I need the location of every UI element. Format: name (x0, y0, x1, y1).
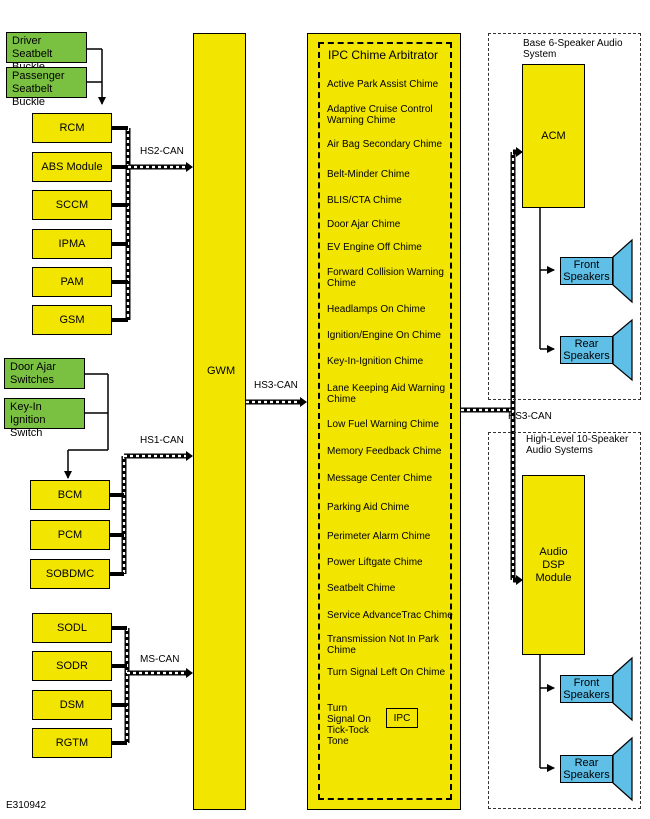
hs2-can-bus (112, 126, 193, 322)
chime-item: Service AdvanceTrac Chime (327, 610, 453, 621)
module-acm: ACM (522, 64, 585, 208)
ms-can-bus (112, 626, 193, 745)
rear-speakers-base: Rear Speakers (560, 336, 613, 364)
high-level-audio-system-title: High-Level 10-Speaker Audio Systems (526, 434, 629, 456)
seatbelt-connector (87, 48, 106, 105)
module-bcm: BCM (30, 480, 110, 510)
chime-item: Key-In-Ignition Chime (327, 356, 424, 367)
chime-item: Power Liftgate Chime (327, 557, 423, 568)
chime-item: Low Fuel Warning Chime (327, 419, 439, 430)
chime-item: Lane Keeping Aid Warning Chime (327, 383, 446, 405)
chime-item: Transmission Not In Park Chime (327, 634, 439, 656)
driver-seatbelt-buckle-input: Driver Seatbelt Buckle (6, 32, 87, 73)
speaker-horn-icons (612, 238, 633, 802)
hs3-can-left-label: HS3-CAN (254, 380, 298, 391)
module-sodl: SODL (32, 613, 112, 643)
module-sccm: SCCM (32, 190, 112, 220)
front-speakers-base: Front Speakers (560, 257, 613, 285)
hs1-can-bus (110, 451, 193, 576)
turn-signal-tone-label: Turn Signal On Tick-Tock Tone (327, 703, 371, 747)
module-gsm: GSM (32, 305, 112, 335)
chime-item: Ignition/Engine On Chime (327, 330, 441, 341)
chime-item: Air Bag Secondary Chime (327, 139, 443, 150)
ipc-chime-arbitrator-title: IPC Chime Arbitrator (328, 48, 439, 62)
ipc-chime-arbitrator-block (307, 33, 461, 810)
module-rgtm: RGTM (32, 728, 112, 758)
chime-item: Parking Aid Chime (327, 502, 410, 513)
chime-item: Adaptive Cruise Control Warning Chime (327, 104, 433, 126)
module-pam: PAM (32, 267, 112, 297)
ms-can-label: MS-CAN (140, 654, 180, 665)
door-ajar-switches-input: Door Ajar Switches (4, 358, 85, 389)
module-dsm: DSM (32, 690, 112, 720)
hs3-can-right-label: HS3-CAN (508, 411, 552, 422)
module-rcm: RCM (32, 113, 112, 143)
figure-id: E310942 (6, 800, 47, 811)
chime-item: EV Engine Off Chime (327, 242, 422, 253)
door-key-connector (64, 373, 109, 479)
hs3-can-right (461, 147, 523, 585)
chime-item: Turn Signal Left On Chime (327, 667, 446, 678)
chime-item: Message Center Chime (327, 473, 433, 484)
hs1-can-label: HS1-CAN (140, 435, 184, 446)
hs3-can-left (246, 397, 307, 407)
module-pcm: PCM (30, 520, 110, 550)
dsp-speaker-lines (539, 655, 555, 772)
gateway-module-label: GWM (207, 365, 236, 377)
module-sobdmc: SOBDMC (30, 559, 110, 589)
module-abs: ABS Module (32, 152, 112, 182)
module-ipma: IPMA (32, 229, 112, 259)
base-audio-system-title: Base 6-Speaker Audio System (523, 38, 623, 60)
chime-item: BLIS/CTA Chime (327, 195, 402, 206)
chime-item: Forward Collision Warning Chime (327, 267, 444, 289)
module-audio-dsp: Audio DSP Module (522, 475, 585, 655)
chime-item: Active Park Assist Chime (327, 79, 439, 90)
hs2-can-label: HS2-CAN (140, 146, 184, 157)
base-audio-system-border (488, 33, 641, 400)
gateway-module (193, 33, 246, 810)
chime-item: Perimeter Alarm Chime (327, 531, 431, 542)
ipc-chime-arbitrator-border (318, 42, 452, 800)
passenger-seatbelt-buckle-input: Passenger Seatbelt Buckle (6, 67, 87, 108)
module-sodr: SODR (32, 651, 112, 681)
chime-item: Door Ajar Chime (327, 219, 401, 230)
chime-item: Belt-Minder Chime (327, 169, 410, 180)
acm-speaker-lines (539, 208, 555, 353)
rear-speakers-high: Rear Speakers (560, 755, 613, 783)
front-speakers-high: Front Speakers (560, 675, 613, 703)
chime-item: Seatbelt Chime (327, 583, 396, 594)
high-level-audio-system-border (488, 432, 641, 809)
ipc-speaker-box: IPC (386, 708, 418, 728)
key-in-ignition-switch-input: Key-In Ignition Switch (4, 398, 85, 439)
chime-item: Headlamps On Chime (327, 304, 426, 315)
chime-item: Memory Feedback Chime (327, 446, 442, 457)
